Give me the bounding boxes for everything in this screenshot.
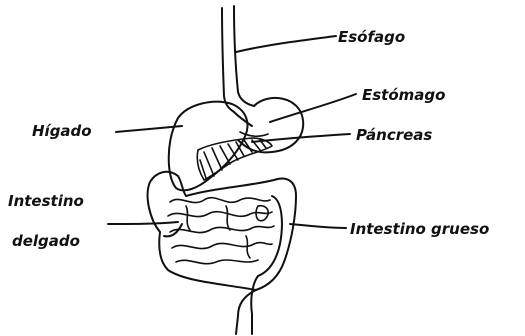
pancreas-drawing (197, 138, 272, 180)
esofago-leader-line (236, 36, 336, 52)
label-esofago: Esófago (338, 28, 405, 46)
intestino-delgado-leader-line (108, 222, 178, 224)
label-estomago: Estómago (362, 86, 445, 104)
label-intestino-grueso: Intestino grueso (350, 220, 489, 238)
leader-lines (108, 36, 356, 228)
label-intestino-delgado-line1: Intestino (8, 192, 84, 210)
label-pancreas: Páncreas (356, 126, 432, 144)
small-intestine-drawing (168, 198, 274, 264)
large-intestine-drawing (148, 172, 296, 334)
stomach-drawing (234, 98, 303, 152)
esophagus-drawing (222, 6, 254, 112)
label-higado: Hígado (32, 122, 92, 140)
intestino-grueso-leader-line (290, 224, 346, 228)
label-intestino-delgado-line2: delgado (12, 232, 80, 250)
